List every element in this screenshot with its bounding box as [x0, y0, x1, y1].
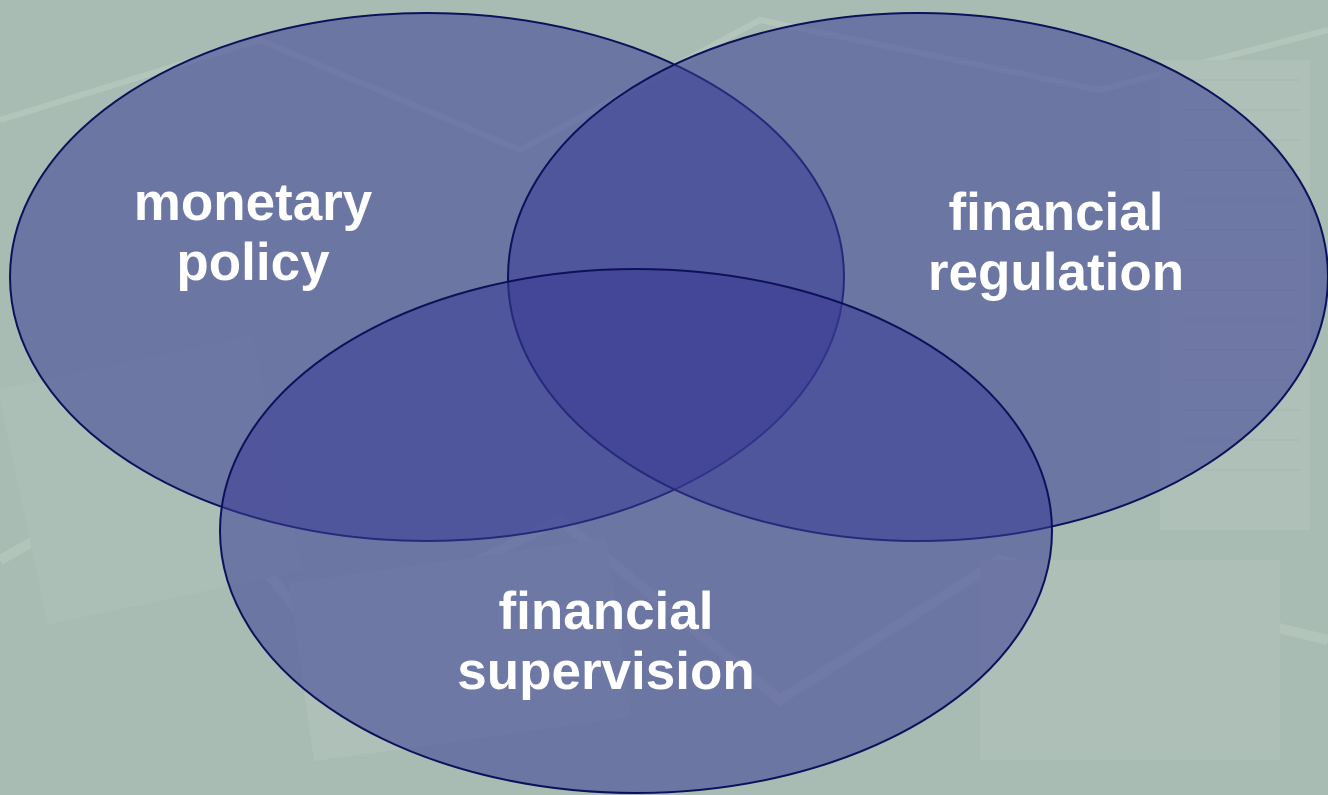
ellipse-financial-supervision	[219, 268, 1053, 794]
label-monetary-policy-line2: policy	[176, 233, 330, 292]
label-financial-regulation-line2: regulation	[927, 243, 1185, 302]
label-financial-regulation: financial regulation	[906, 183, 1206, 303]
label-monetary-policy: monetary policy	[103, 173, 403, 293]
label-financial-supervision-line2: supervision	[457, 642, 755, 701]
label-monetary-policy-line1: monetary	[133, 173, 373, 232]
label-financial-regulation-line1: financial	[948, 183, 1164, 242]
label-financial-supervision: financial supervision	[456, 582, 756, 702]
label-financial-supervision-line1: financial	[498, 582, 714, 641]
